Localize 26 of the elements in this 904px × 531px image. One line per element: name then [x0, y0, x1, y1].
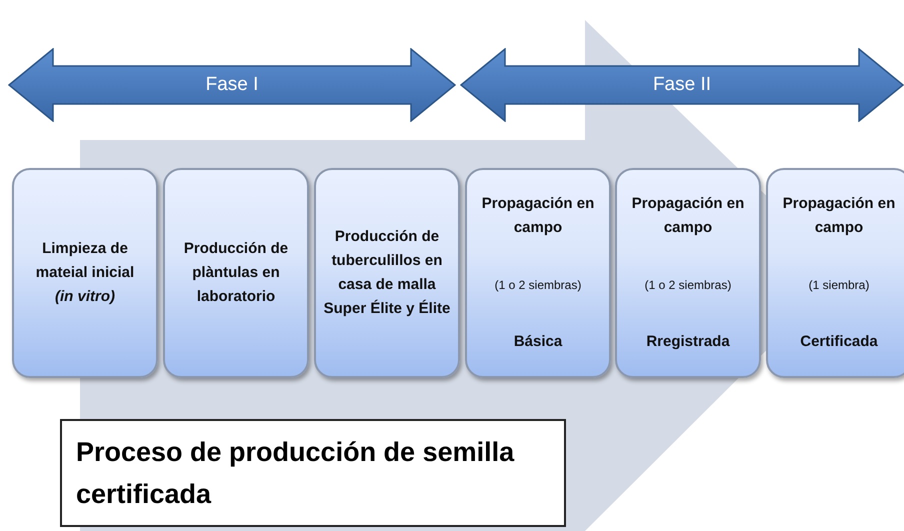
step-note: (1 o 2 siembras): [494, 276, 582, 294]
double-arrow: [460, 48, 904, 122]
step-text: Propagación en campo: [630, 194, 746, 238]
step-text: Limpieza de mateial inicial: [34, 239, 136, 283]
step-text: Producción de tuberculillos en casa de malla: [330, 227, 444, 295]
seed-class: Básica: [514, 332, 562, 352]
process-box: [12, 168, 158, 378]
seed-class: Super Élite y Élite: [324, 298, 450, 319]
phase-label: Fase I: [204, 74, 260, 96]
title-box: [60, 419, 566, 527]
double-arrow: [8, 48, 456, 122]
step-text: Propagación en campo: [782, 194, 896, 238]
seed-class: Certificada: [800, 332, 878, 352]
step-note: (1 o 2 siembras): [644, 276, 732, 294]
process-box: [615, 168, 761, 378]
step-note: (1 siembra): [808, 276, 870, 294]
process-box: [465, 168, 611, 378]
process-box: [314, 168, 460, 378]
process-box: [766, 168, 904, 378]
step-text: Producción de plàntulas en laboratorio: [182, 239, 290, 307]
title-text: Proceso de producción de semilla certificada: [76, 436, 516, 511]
seed-class: Rregistrada: [646, 332, 730, 352]
step-text: Propagación en campo: [480, 194, 596, 238]
step-note: (in vitro): [55, 287, 115, 307]
phase-label: Fase II: [652, 74, 712, 96]
process-box: [163, 168, 309, 378]
